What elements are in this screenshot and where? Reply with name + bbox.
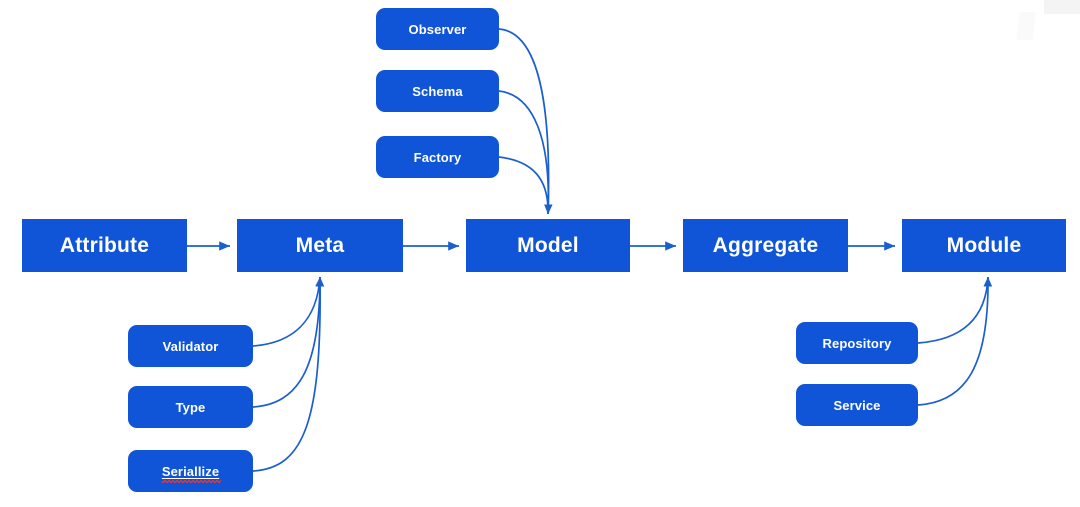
node-aggregate[interactable]: Aggregate: [683, 219, 848, 272]
corner-artifact-icon: [1044, 0, 1080, 14]
node-model[interactable]: Model: [466, 219, 630, 272]
node-seriallize[interactable]: Seriallize: [128, 450, 253, 492]
curve-repository-to-module: [917, 276, 992, 344]
node-validator[interactable]: Validator: [128, 325, 253, 367]
node-factory-label: Factory: [413, 149, 462, 165]
curve-seriallize-to-meta: [252, 276, 325, 472]
node-schema[interactable]: Schema: [376, 70, 499, 112]
module-input-curves: [917, 276, 993, 406]
node-meta-label: Meta: [295, 234, 345, 257]
node-attribute-label: Attribute: [59, 234, 150, 257]
node-repository-label: Repository: [822, 335, 892, 351]
curve-type-to-meta: [252, 276, 325, 408]
node-type-label: Type: [175, 399, 206, 415]
node-aggregate-label: Aggregate: [712, 234, 819, 257]
node-service-label: Service: [833, 397, 881, 413]
node-module-label: Module: [946, 234, 1022, 257]
node-meta[interactable]: Meta: [237, 219, 403, 272]
node-type[interactable]: Type: [128, 386, 253, 428]
curve-schema-to-model: [498, 90, 553, 215]
model-input-curves: [498, 28, 553, 215]
meta-input-curves: [252, 276, 325, 472]
node-module[interactable]: Module: [902, 219, 1066, 272]
corner-artifact-secondary-icon: [1016, 12, 1036, 40]
node-factory[interactable]: Factory: [376, 136, 499, 178]
curve-observer-to-model: [498, 28, 553, 215]
node-validator-label: Validator: [162, 338, 219, 354]
node-repository[interactable]: Repository: [796, 322, 918, 364]
node-model-label: Model: [517, 234, 579, 257]
node-service[interactable]: Service: [796, 384, 918, 426]
curve-validator-to-meta: [252, 276, 324, 347]
node-schema-label: Schema: [412, 83, 463, 99]
curve-factory-to-model: [498, 156, 553, 215]
curve-service-to-module: [917, 276, 993, 406]
node-seriallize-label: Seriallize: [161, 463, 222, 483]
node-attribute[interactable]: Attribute: [22, 219, 187, 272]
node-observer-label: Observer: [408, 21, 467, 37]
node-observer[interactable]: Observer: [376, 8, 499, 50]
